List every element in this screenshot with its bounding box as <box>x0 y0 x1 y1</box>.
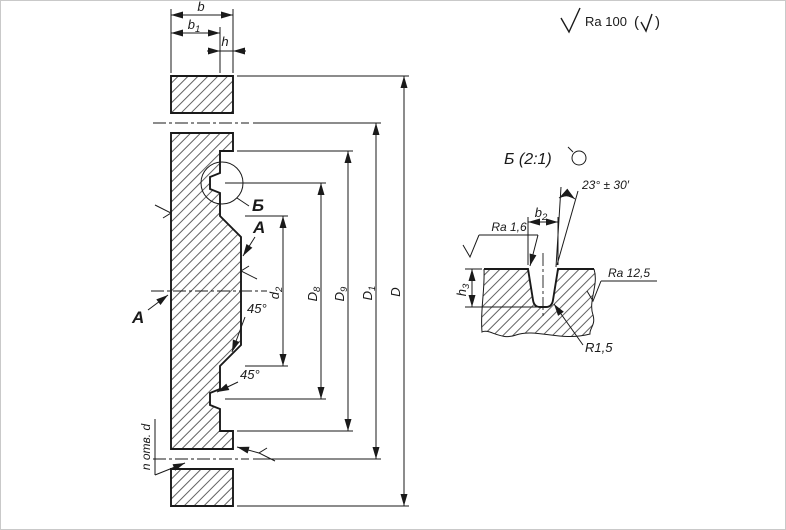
roughness-check-icon <box>560 7 581 34</box>
detail-break-lines <box>481 268 596 338</box>
rotated-symbol-circle <box>571 150 587 166</box>
detail-title: Б (2:1) <box>504 151 552 168</box>
dimension-D: D <box>237 75 409 507</box>
detail-circle <box>200 161 244 205</box>
leader-line <box>553 303 584 346</box>
dimension-h: h <box>207 34 246 55</box>
rotated-symbol-tail <box>567 146 574 153</box>
paren-close: ) <box>655 14 660 31</box>
leader-line <box>236 197 250 207</box>
dimension-h3: h3 <box>454 268 541 308</box>
angle-callout-45-lower: 45° <box>216 367 260 393</box>
angle-45-label: 45° <box>240 367 260 382</box>
dimension-D8: D8 <box>225 182 326 400</box>
roughness-check-icon <box>154 204 173 219</box>
main-view: b b1 h d2 <box>131 1 409 507</box>
holes-note: n отв. d <box>139 419 186 476</box>
rotated-symbol-icon <box>567 146 587 166</box>
general-roughness-label: Ra 100 <box>585 14 627 29</box>
leader-line <box>216 381 239 393</box>
roughness-ra16: Ra 1,6 <box>462 220 539 267</box>
dimension-D1: D1 <box>253 122 381 460</box>
dim-b1-label: b1 <box>188 17 201 35</box>
angle-ref-line <box>556 190 579 266</box>
leader-line <box>147 294 169 311</box>
dimension-D9: D9 <box>237 150 353 432</box>
dimension-b: b <box>170 1 234 73</box>
dim-D8-label: D8 <box>305 286 323 301</box>
angle-callout-45-upper: 45° <box>231 301 267 353</box>
leader-line <box>231 316 246 353</box>
dim-h-label: h <box>221 34 228 49</box>
dimension-b1: b1 <box>171 17 221 73</box>
leader-line <box>529 234 539 267</box>
ra125-label: Ra 12,5 <box>608 266 650 280</box>
leader-line <box>242 236 256 257</box>
roughness-check-icon <box>586 280 602 303</box>
radius-callout: R1,5 <box>553 303 613 355</box>
surface-label-a-left: А <box>131 294 169 327</box>
holes-note-label: n отв. d <box>139 424 153 471</box>
label-a: А <box>252 218 265 237</box>
radius-label: R1,5 <box>585 340 613 355</box>
roughness-ra125: Ra 12,5 <box>586 266 657 303</box>
flange-bottom-rim-section <box>170 468 234 507</box>
dim-h3-label: h3 <box>454 283 472 296</box>
dim-b2-label: b2 <box>535 205 548 223</box>
detail-view: Б (2:1) b2 23° ± 30′ <box>454 146 657 355</box>
ra16-label: Ra 1,6 <box>491 220 527 234</box>
angle-callout-23: 23° ± 30′ <box>555 178 630 268</box>
roughness-check-icon <box>640 13 653 33</box>
detail-marker-b: Б <box>200 161 264 215</box>
dim-D9-label: D9 <box>332 286 350 301</box>
label-a: А <box>131 308 144 327</box>
dim-D-label: D <box>388 287 403 296</box>
flange-top-rim-section <box>170 75 234 114</box>
dim-b-label: b <box>197 1 204 14</box>
dimension-b2: b2 <box>527 205 559 265</box>
surface-label-a-face: А <box>242 218 265 257</box>
angle-ref-line <box>555 186 562 268</box>
leader-line <box>236 446 260 454</box>
label-b: Б <box>252 196 264 215</box>
general-roughness: Ra 100 ( ) <box>560 7 660 34</box>
detail-section-fill <box>481 269 596 337</box>
dimension-d2: d2 <box>245 215 288 367</box>
leader-line <box>154 462 186 476</box>
paren-open: ( <box>634 14 639 31</box>
roughness-check-icon <box>462 234 480 259</box>
roughness-check-with-leader <box>236 446 276 462</box>
roughness-check-icon <box>239 265 258 280</box>
dim-d2-label: d2 <box>267 286 285 299</box>
angle-arc <box>558 188 576 200</box>
dim-D1-label: D1 <box>360 286 378 301</box>
angle-45-label: 45° <box>247 301 267 316</box>
angle-23-label: 23° ± 30′ <box>581 178 630 192</box>
